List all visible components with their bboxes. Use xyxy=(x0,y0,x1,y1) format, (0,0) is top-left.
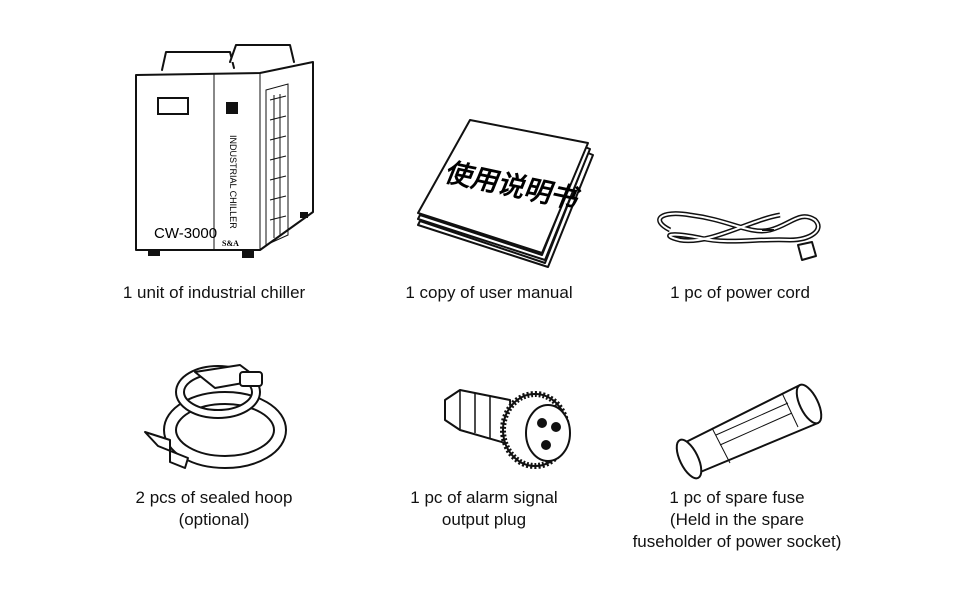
caption-line: 1 pc of power cord xyxy=(670,283,810,302)
caption-line: 1 copy of user manual xyxy=(405,283,573,302)
industrial-chiller-image: CW-3000 INDUSTRIAL CHILLER S&A xyxy=(130,40,330,270)
caption-line: 2 pcs of sealed hoop xyxy=(135,488,293,507)
brand-logo: S&A xyxy=(222,239,239,248)
caption-fuse: 1 pc of spare fuse (Held in the spare fu… xyxy=(587,487,887,553)
caption-line: 1 pc of alarm signal xyxy=(410,488,558,507)
caption-manual: 1 copy of user manual xyxy=(339,282,639,304)
sealed-hoop-image xyxy=(140,350,287,475)
caption-line: (optional) xyxy=(178,510,250,529)
caption-line: (Held in the spare xyxy=(669,510,805,529)
user-manual-image: 使用说明书 xyxy=(410,115,600,270)
caption-line: fuseholder of power socket) xyxy=(632,532,842,551)
spare-fuse-image xyxy=(670,375,840,480)
power-cord-image xyxy=(650,190,830,270)
caption-line: 1 unit of industrial chiller xyxy=(122,283,306,302)
model-label: CW-3000 xyxy=(154,225,217,242)
alarm-signal-plug-image xyxy=(440,375,580,470)
caption-hoop: 2 pcs of sealed hoop (optional) xyxy=(64,487,364,531)
chiller-side-label: INDUSTRIAL CHILLER xyxy=(228,135,238,229)
caption-plug: 1 pc of alarm signal output plug xyxy=(334,487,634,531)
caption-chiller: 1 unit of industrial chiller xyxy=(64,282,364,304)
caption-power-cord: 1 pc of power cord xyxy=(590,282,890,304)
caption-line: output plug xyxy=(441,510,527,529)
caption-line: 1 pc of spare fuse xyxy=(669,488,805,507)
